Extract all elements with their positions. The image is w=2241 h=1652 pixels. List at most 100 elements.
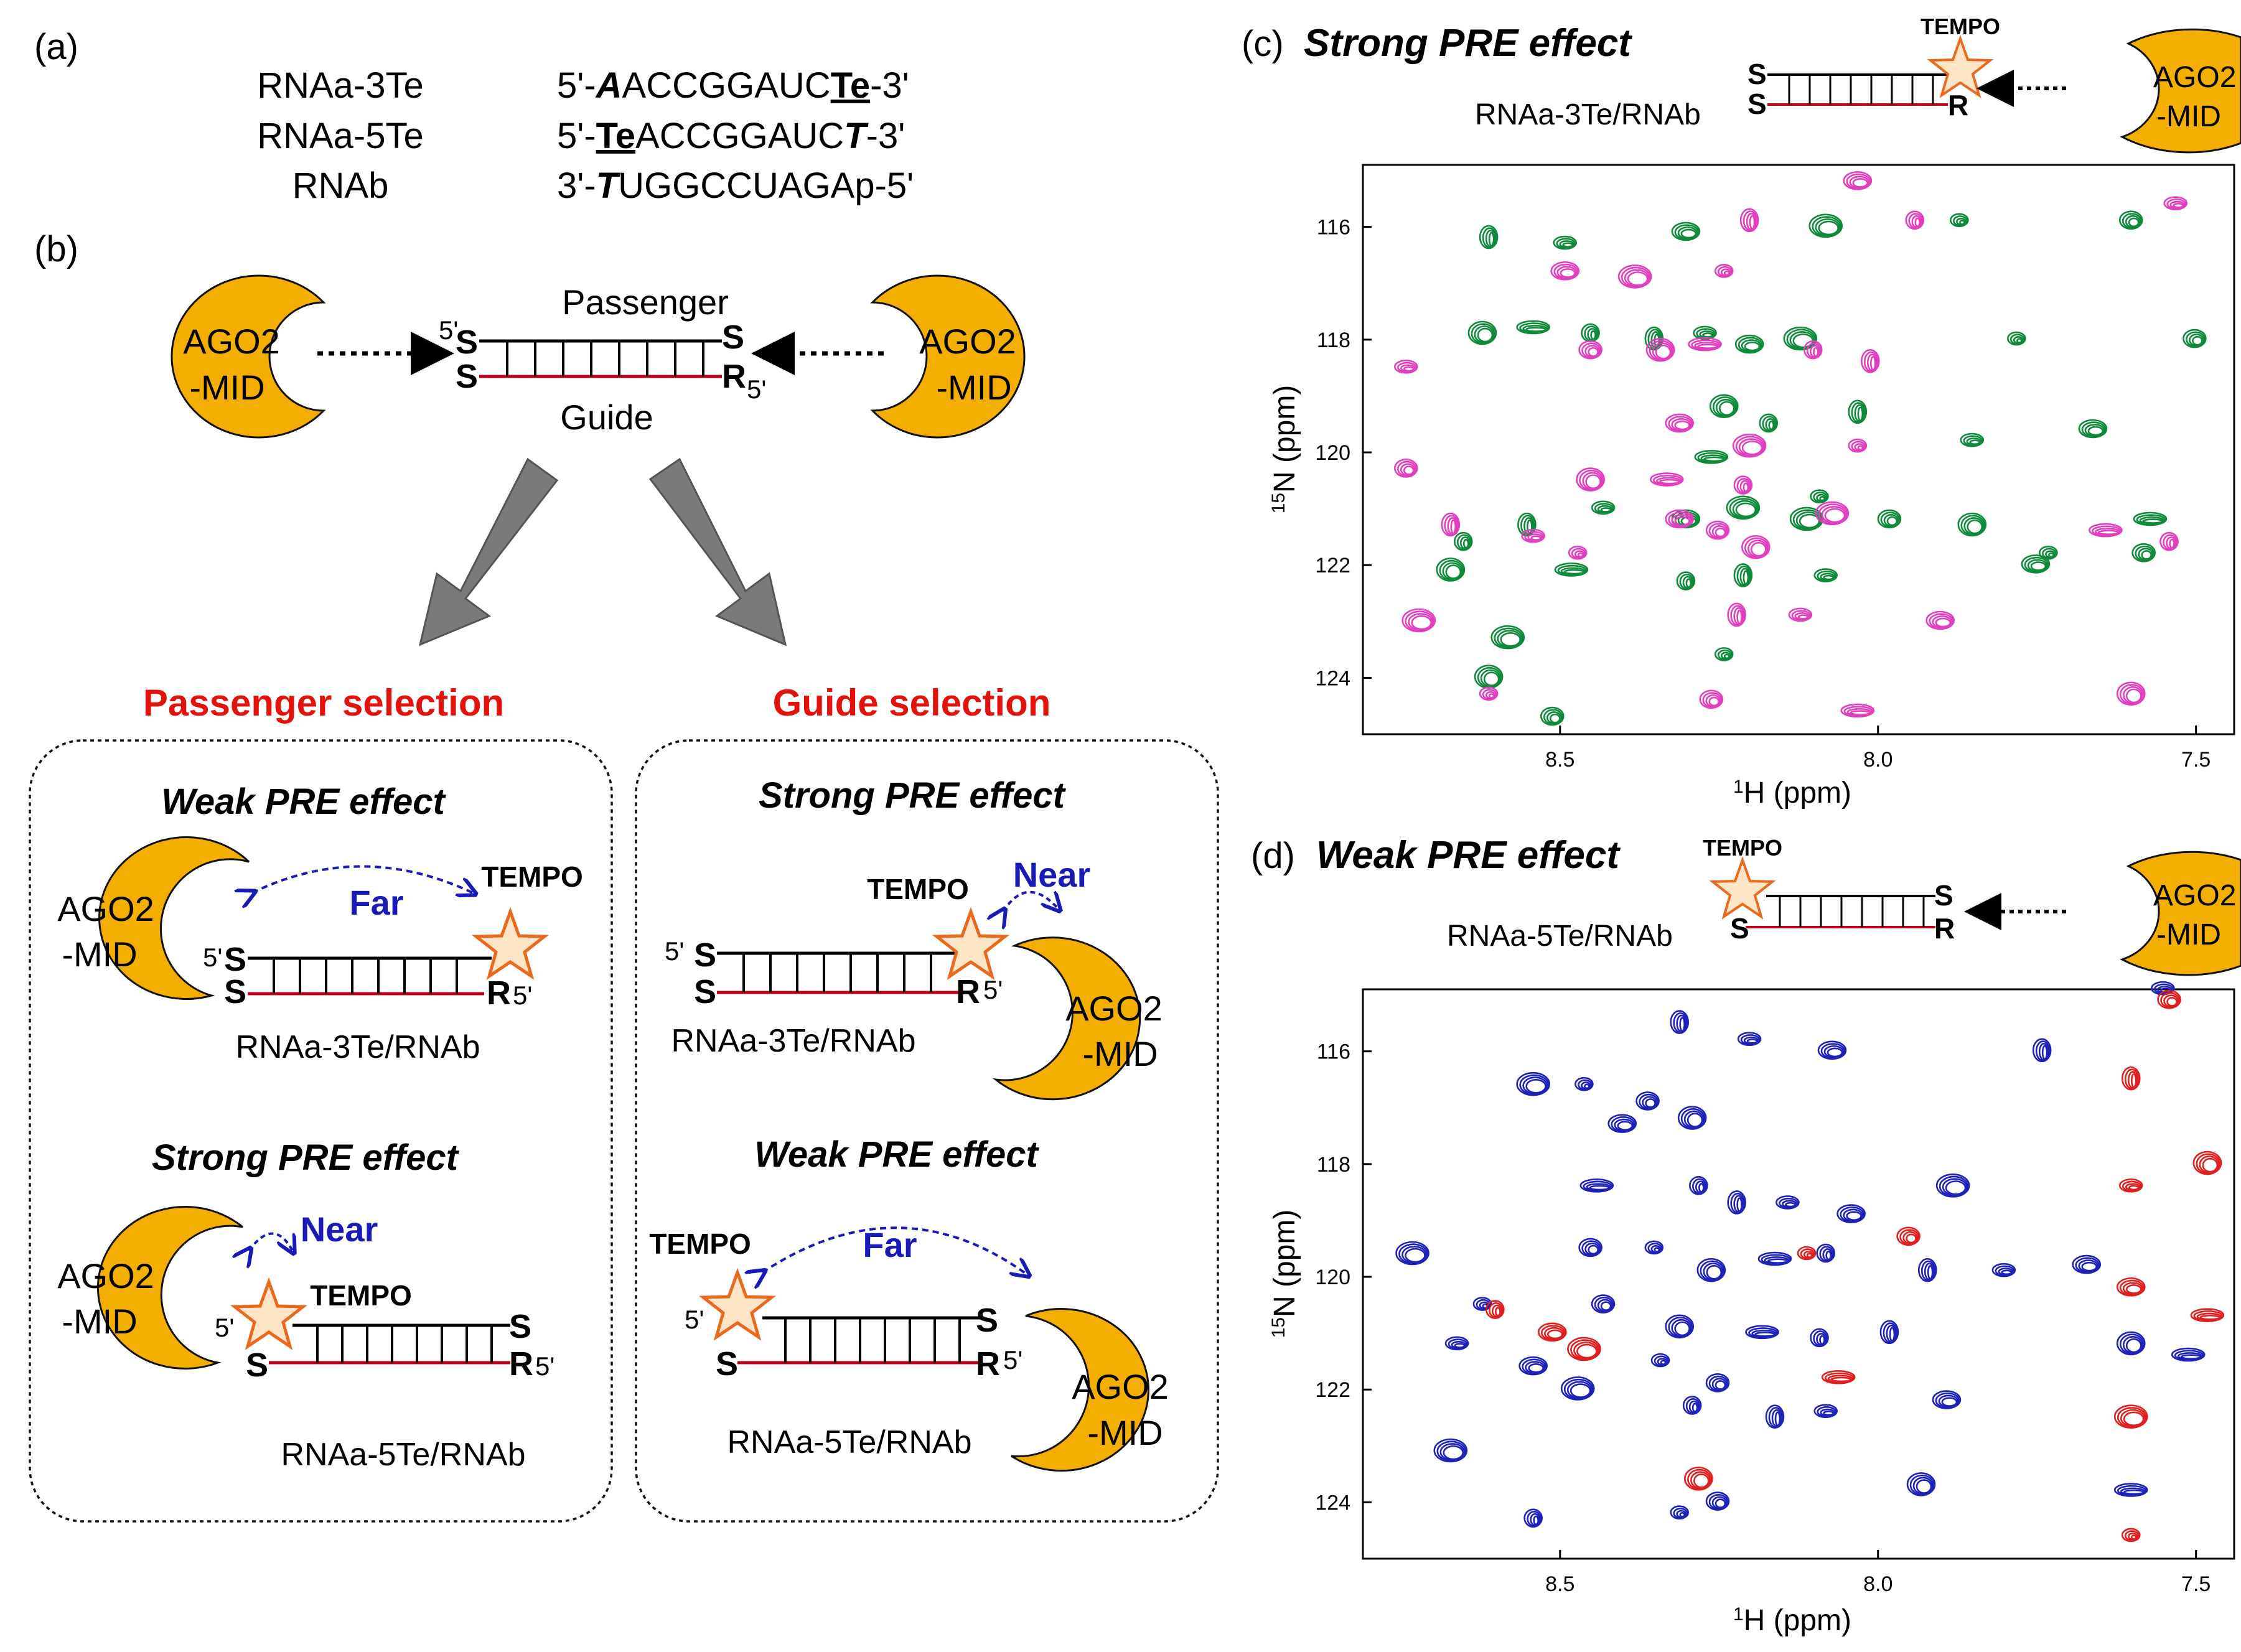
peak-green bbox=[2078, 419, 2108, 439]
peak-green bbox=[2021, 554, 2051, 574]
contour-ring bbox=[1544, 1327, 1565, 1340]
contour-ring bbox=[1768, 1407, 1784, 1428]
contour-ring bbox=[1912, 1477, 1934, 1495]
contour-ring bbox=[1812, 216, 1842, 237]
ago2-label-line2: -MID bbox=[936, 368, 1011, 407]
sequence-text: 3'-TUGGCCUAGAp-5' bbox=[557, 166, 914, 206]
contour-ring bbox=[1911, 215, 1922, 228]
peak-magenta bbox=[1521, 528, 1545, 543]
contour-ring bbox=[1705, 694, 1721, 707]
contour-ring bbox=[1734, 334, 1764, 354]
contour-ring bbox=[1571, 548, 1586, 559]
contour-ring bbox=[1886, 1324, 1897, 1343]
contour-ring bbox=[1673, 1508, 1688, 1519]
contour-ring bbox=[1439, 1443, 1466, 1461]
contour-ring bbox=[1489, 1302, 1504, 1318]
contour-ring bbox=[2021, 554, 2051, 574]
contour-ring bbox=[1578, 1238, 1602, 1258]
base-pairs bbox=[784, 1318, 961, 1363]
contour-ring bbox=[1566, 1381, 1593, 1399]
contour-ring bbox=[2122, 686, 2143, 704]
contour-ring bbox=[1584, 1243, 1600, 1256]
contour-ring bbox=[1906, 1472, 1936, 1496]
contour-ring bbox=[2125, 215, 2141, 228]
contour-ring bbox=[2183, 329, 2207, 348]
contour-ring bbox=[2190, 1308, 2225, 1322]
contour-ring bbox=[2141, 550, 2152, 560]
contour-ring bbox=[1433, 1438, 1468, 1463]
peak-green bbox=[2118, 210, 2143, 230]
panel-c-duplex: RNAa-3Te/RNAb bbox=[1475, 98, 1701, 131]
ago2-label-line2: -MID bbox=[189, 368, 264, 407]
peak-magenta bbox=[1732, 433, 1767, 458]
contour-ring bbox=[1471, 323, 1496, 344]
contour-ring bbox=[1607, 1114, 1637, 1133]
contour-ring bbox=[1726, 495, 1761, 520]
contour-ring bbox=[1736, 565, 1752, 587]
contour-ring bbox=[1397, 362, 1417, 373]
peak-blue bbox=[1523, 1508, 1543, 1528]
contour-ring bbox=[1932, 615, 1952, 628]
peak-magenta bbox=[2116, 681, 2146, 706]
contour-ring bbox=[2122, 1282, 2143, 1295]
contour-ring bbox=[1697, 452, 1728, 464]
contour-ring bbox=[2154, 983, 2174, 995]
contour-ring bbox=[1761, 1254, 1791, 1266]
contour-ring bbox=[1611, 1116, 1636, 1132]
contour-ring bbox=[1676, 1014, 1687, 1033]
contour-ring bbox=[2135, 545, 2154, 562]
contour-ring bbox=[1525, 327, 1546, 332]
contour-ring bbox=[2116, 1277, 2146, 1297]
panel-a-label: (a) bbox=[34, 27, 78, 67]
contour-ring bbox=[1557, 564, 1588, 576]
contour-ring bbox=[1708, 523, 1729, 539]
contour-ring bbox=[2030, 561, 2047, 571]
contour-ring bbox=[1765, 1404, 1785, 1429]
peak-magenta bbox=[2163, 196, 2188, 210]
contour-ring bbox=[1924, 1262, 1935, 1281]
guide-selection-title: Guide selection bbox=[773, 682, 1051, 724]
base-pairs bbox=[506, 341, 704, 376]
contour-ring bbox=[1717, 649, 1733, 661]
peak-magenta bbox=[1568, 545, 1588, 560]
s-label: S bbox=[1934, 879, 1953, 912]
far-label: Far bbox=[863, 1225, 917, 1264]
contour-ring bbox=[1617, 1121, 1634, 1131]
peak-magenta bbox=[1393, 459, 1418, 478]
contour-ring bbox=[1775, 1195, 1800, 1210]
peak-blue bbox=[1591, 1294, 1616, 1314]
contour-ring bbox=[1530, 1513, 1540, 1526]
contour-ring bbox=[1692, 1178, 1707, 1195]
y-tick-label: 122 bbox=[1315, 554, 1350, 577]
contour-ring bbox=[1591, 500, 1616, 515]
peak-red bbox=[1684, 1467, 1713, 1491]
contour-ring bbox=[1479, 686, 1499, 701]
contour-ring bbox=[2127, 1071, 2138, 1089]
ago2-label-line2: -MID bbox=[1087, 1413, 1163, 1452]
contour-ring bbox=[1822, 1248, 1833, 1261]
x-tick-label: 7.5 bbox=[2181, 1572, 2211, 1596]
contour-ring bbox=[1687, 1468, 1712, 1490]
peak-blue bbox=[1810, 1328, 1829, 1348]
contour-ring bbox=[1527, 1511, 1542, 1527]
contour-ring bbox=[1736, 1197, 1743, 1212]
contour-ring bbox=[1495, 1307, 1501, 1317]
contour-ring bbox=[2078, 419, 2108, 439]
contour-ring bbox=[1397, 460, 1417, 477]
contour-ring bbox=[1941, 1397, 1958, 1407]
contour-ring bbox=[1520, 515, 1535, 536]
panel-c-title: Strong PRE effect bbox=[1304, 22, 1632, 65]
contour-ring bbox=[1883, 1322, 1898, 1343]
peak-magenta bbox=[1393, 360, 1418, 374]
plot-points bbox=[1393, 171, 2207, 726]
peak-green bbox=[1581, 323, 1600, 343]
contour-ring bbox=[1821, 1370, 1856, 1384]
contour-ring bbox=[1655, 344, 1672, 360]
contour-ring bbox=[1639, 1093, 1659, 1110]
peak-red bbox=[1797, 1246, 1817, 1261]
contour-ring bbox=[1668, 511, 1693, 528]
contour-ring bbox=[1819, 496, 1825, 502]
s-label: S bbox=[224, 973, 246, 1010]
s-label: S bbox=[246, 1346, 268, 1384]
peak-blue bbox=[1579, 1178, 1614, 1193]
